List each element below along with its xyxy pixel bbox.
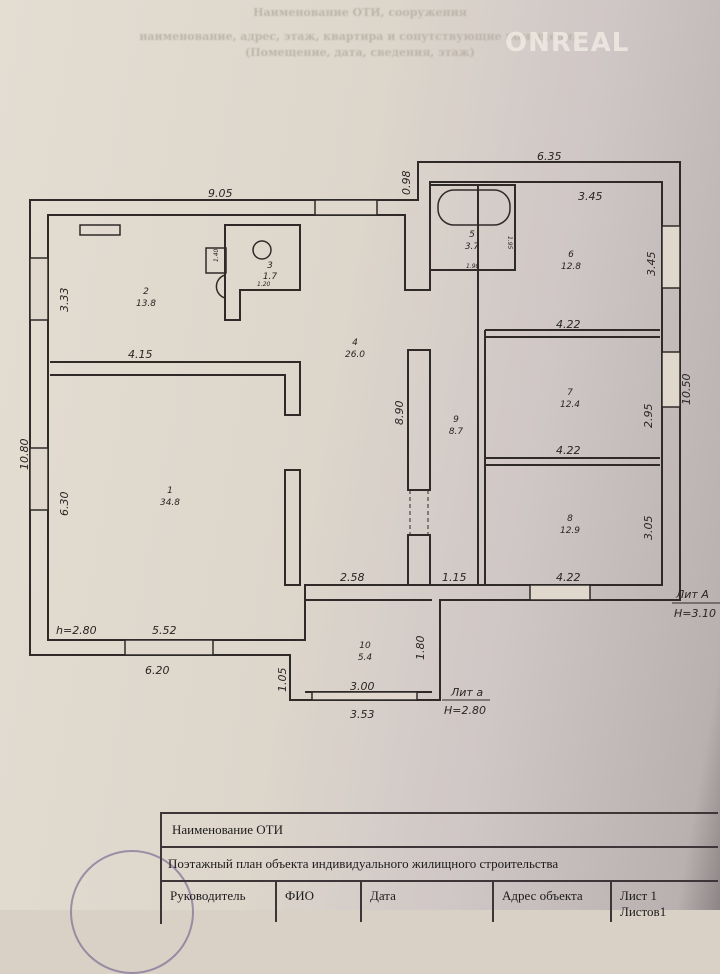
svg-text:6: 6 — [568, 250, 574, 260]
svg-text:2: 2 — [143, 287, 149, 297]
room-3: 31.7 — [263, 261, 278, 282]
svg-text:1.7: 1.7 — [263, 272, 278, 282]
svg-text:Лит а: Лит а — [450, 686, 483, 699]
svg-text:H=3.10: H=3.10 — [674, 607, 716, 620]
svg-text:12.4: 12.4 — [560, 400, 580, 410]
dim-bottom-left: 6.20 — [145, 664, 170, 677]
windows — [29, 199, 681, 701]
dim-top-right: 6.35 — [537, 150, 562, 163]
dim-room10-outer: 3.53 — [350, 708, 375, 721]
sheet-number: Лист 1 — [620, 888, 657, 903]
svg-text:3: 3 — [267, 261, 273, 271]
dim-right-total: 10.50 — [680, 374, 693, 406]
sink-icon — [215, 274, 226, 299]
dim-room1-side: 6.30 — [58, 492, 71, 517]
dim-room9-bottom: 1.15 — [442, 571, 467, 584]
bathtub-icon — [437, 189, 511, 226]
dim-left-total: 10.80 — [18, 439, 31, 471]
dim-room6-bottom: 4.22 — [556, 318, 581, 331]
svg-text:5.4: 5.4 — [358, 653, 373, 663]
watermark-logo: ONREAL — [505, 28, 630, 58]
dim-room6-top: 3.45 — [578, 190, 603, 203]
svg-text:13.8: 13.8 — [136, 299, 156, 309]
fixtures — [79, 189, 511, 299]
fio-label: ФИО — [277, 882, 362, 922]
floor-plan: 6.35 0.98 9.05 3.45 3.45 3.33 4.15 4.22 … — [18, 150, 720, 721]
svg-text:7: 7 — [567, 388, 573, 398]
lit-a-porch: Лит а H=2.80 — [442, 686, 490, 717]
svg-text:26.0: 26.0 — [345, 350, 365, 360]
svg-text:4: 4 — [352, 338, 358, 348]
walls — [29, 161, 681, 701]
room-2: 213.8 — [136, 287, 156, 309]
dim-step: 0.98 — [400, 171, 413, 196]
header-line-3: (Помещение, дата, сведения, этаж) — [245, 46, 475, 59]
room-9: 98.7 — [449, 415, 464, 437]
dim-small-2: 1.20 — [257, 281, 271, 288]
dim-hall-bottom: 2.58 — [340, 571, 365, 584]
svg-text:12.8: 12.8 — [561, 262, 581, 272]
dim-small-4: 1.90 — [466, 263, 480, 270]
head-label: Руководитель — [162, 882, 277, 922]
room-7: 712.4 — [560, 388, 580, 410]
dim-room7-side: 2.95 — [642, 404, 655, 429]
svg-text:1: 1 — [167, 486, 173, 496]
dim-room7-bottom: 4.22 — [556, 444, 581, 457]
dim-room6-side: 3.45 — [645, 252, 658, 277]
svg-text:H=2.80: H=2.80 — [444, 704, 486, 717]
opening-dashes — [409, 490, 429, 535]
dim-room1-bottom: 5.52 — [152, 624, 177, 637]
oti-name-label: Наименование ОТИ — [162, 814, 718, 848]
svg-text:Лит А: Лит А — [675, 588, 709, 601]
dim-hall-length: 8.90 — [393, 401, 406, 426]
svg-text:3.7: 3.7 — [465, 242, 480, 252]
dim-small-3: 1.95 — [506, 236, 513, 250]
room-10: 105.4 — [358, 641, 373, 663]
room-4: 426.0 — [345, 338, 365, 360]
dim-porch-offset: 1.05 — [276, 668, 289, 693]
lit-a-main: Лит А H=3.10 — [672, 588, 720, 620]
svg-text:10: 10 — [359, 641, 371, 651]
sheet-info: Лист 1 Листов1 — [612, 882, 716, 922]
toilet-icon — [252, 240, 272, 260]
svg-text:9: 9 — [453, 415, 459, 425]
svg-text:5: 5 — [469, 230, 475, 240]
dim-room10-inner: 3.00 — [350, 680, 375, 693]
room-1: 134.8 — [160, 486, 180, 508]
dim-top-left: 9.05 — [208, 187, 233, 200]
dim-room8-side: 3.05 — [642, 516, 655, 541]
stove-icon — [205, 247, 227, 274]
dim-small-1: 1.40 — [213, 248, 220, 262]
dim-room8-bottom: 4.22 — [556, 571, 581, 584]
paper-background — [0, 0, 720, 910]
room-6: 612.8 — [561, 250, 581, 272]
svg-text:8.7: 8.7 — [449, 427, 464, 437]
address-label: Адрес объекта — [494, 882, 612, 922]
header-line-1: Наименование ОТИ, сооружения — [253, 6, 467, 19]
svg-text:12.9: 12.9 — [560, 526, 580, 536]
room-8: 812.9 — [560, 514, 580, 536]
dim-room10-side: 1.80 — [414, 636, 427, 661]
svg-text:8: 8 — [567, 514, 573, 524]
sheet-count: Листов1 — [620, 904, 667, 919]
header-line-2: наименование, адрес, этаж, квартира и со… — [139, 30, 581, 43]
svg-text:34.8: 34.8 — [160, 498, 180, 508]
dim-room2-side: 3.33 — [58, 288, 71, 313]
title-block: Наименование ОТИ Поэтажный план объекта … — [160, 812, 718, 924]
date-label: Дата — [362, 882, 494, 922]
plan-description: Поэтажный план объекта индивидуального ж… — [162, 848, 718, 882]
dim-room2-bottom: 4.15 — [128, 348, 153, 361]
ceiling-height-main: h=2.80 — [56, 624, 97, 637]
room-5: 53.7 — [465, 230, 480, 252]
